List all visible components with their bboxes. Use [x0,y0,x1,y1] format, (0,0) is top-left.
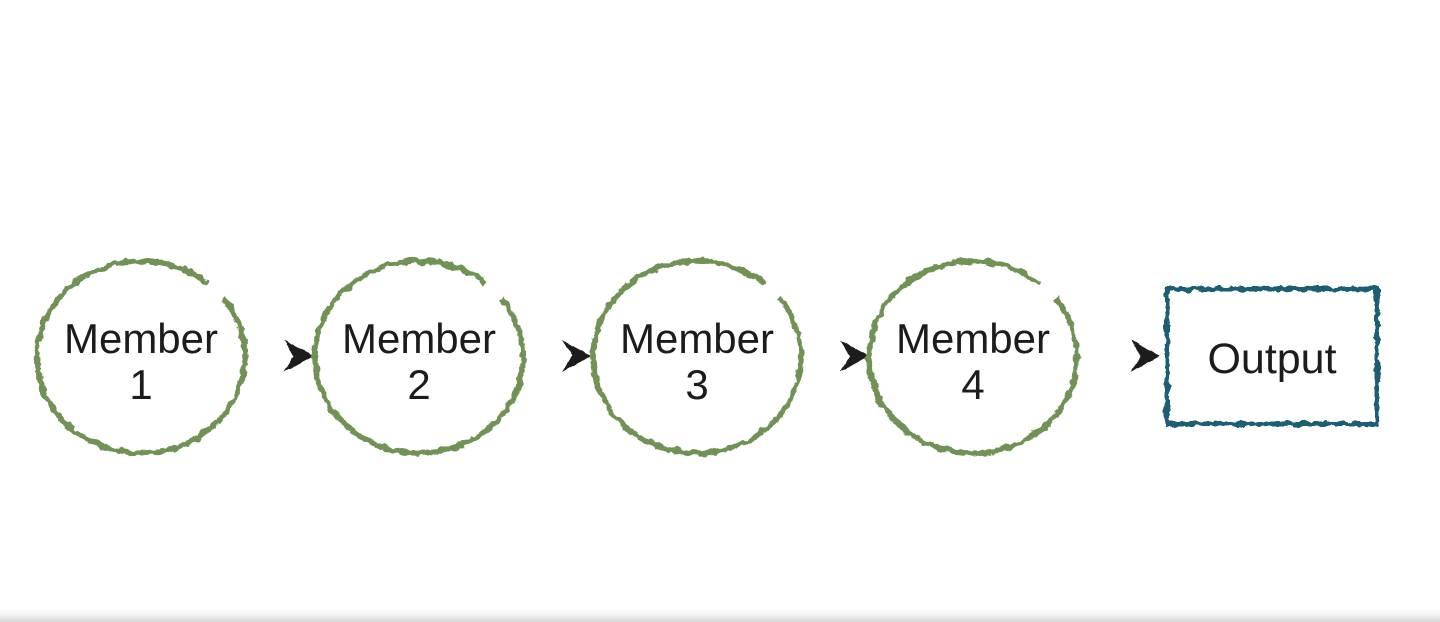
member-circle-4 [866,258,1080,456]
member-label-3-line1: Member [620,315,774,362]
flow-arrow-2 [522,340,591,372]
member-label-4-line1: Member [896,315,1050,362]
member-node-1: Member 1 [34,258,248,456]
flow-arrow-3 [800,340,869,372]
arrow-head [562,340,591,372]
member-label-1-line1: Member [64,315,218,362]
arrow-head [840,340,869,372]
bottom-edge-strip [0,608,1440,622]
member-label-2-line2: 2 [407,361,430,408]
member-node-2: Member 2 [312,258,526,456]
output-node: Output [1164,286,1380,427]
member-node-4: Member 4 [866,258,1080,456]
member-label-3-line2: 3 [685,361,708,408]
member-node-3: Member 3 [590,258,804,456]
output-box [1164,286,1380,427]
member-label-1-line2: 1 [129,361,152,408]
arrow-head [1131,340,1160,372]
arrow-head [284,340,313,372]
output-label: Output [1207,335,1336,383]
member-label-2-line1: Member [342,315,496,362]
member-label-4-line2: 4 [961,361,984,408]
flow-arrow-1 [244,340,313,372]
flow-arrow-4 [1079,340,1160,372]
